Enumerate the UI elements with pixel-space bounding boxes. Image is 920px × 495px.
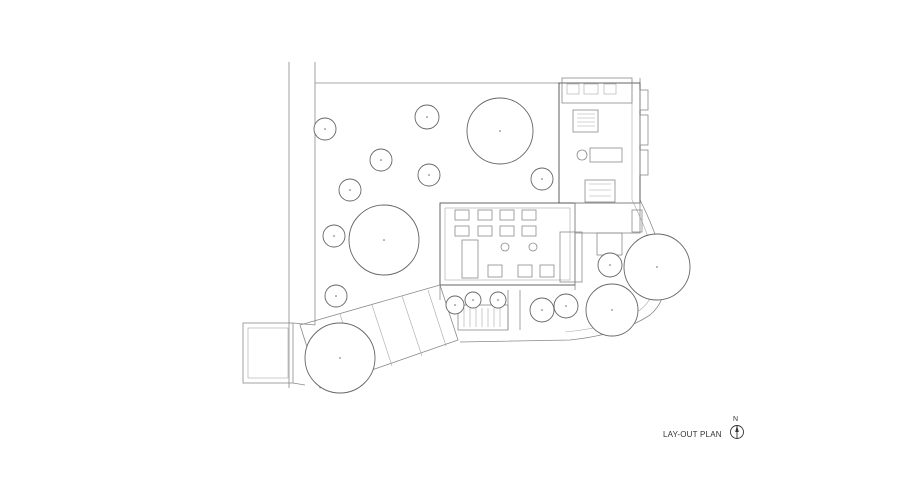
tree (322, 224, 346, 248)
tree (585, 283, 639, 337)
tree (530, 167, 554, 191)
entrance-gate (242, 322, 316, 386)
tree (304, 322, 376, 394)
tree (369, 148, 393, 172)
tree (445, 295, 465, 315)
tree (338, 178, 362, 202)
tree (313, 117, 337, 141)
plan-caption: LAY-OUT PLAN (663, 430, 722, 439)
dining-tables (454, 209, 555, 279)
main-pavilion (439, 202, 583, 331)
north-label: N (733, 416, 739, 423)
tree (417, 163, 441, 187)
house-block (558, 77, 649, 256)
tree (414, 104, 440, 130)
tree (324, 284, 348, 308)
tree (464, 291, 482, 309)
tree (348, 204, 420, 276)
tree (597, 252, 623, 278)
tree (466, 97, 534, 165)
north-arrow-icon (730, 425, 744, 439)
tree (489, 291, 507, 309)
tree (623, 233, 691, 301)
trees (304, 97, 691, 394)
tree (529, 297, 555, 323)
tree (553, 293, 579, 319)
